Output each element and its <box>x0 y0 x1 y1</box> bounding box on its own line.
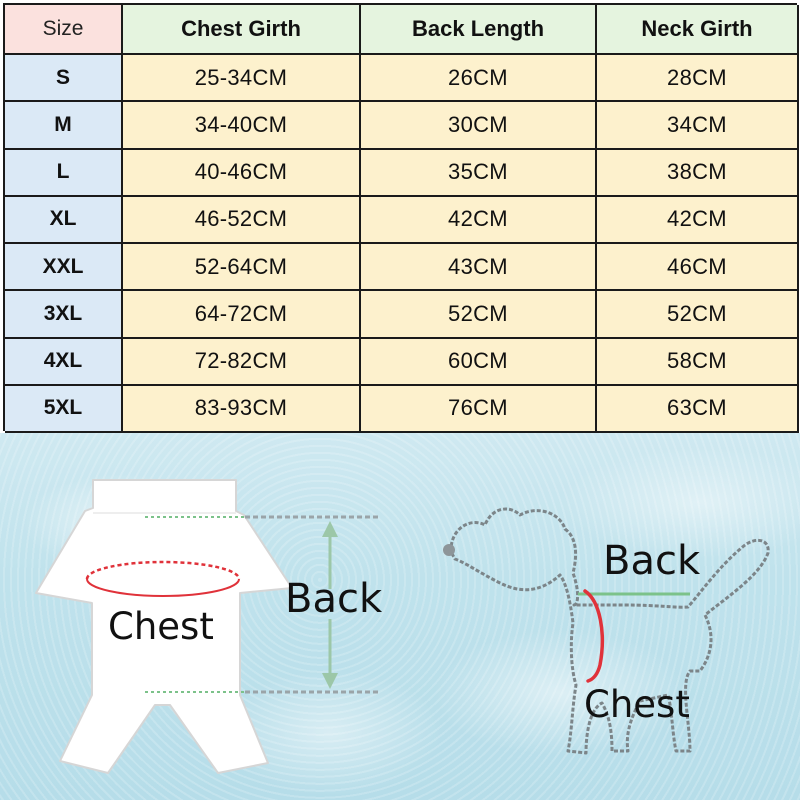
measurement-illustration: Chest Back Back Chest <box>0 433 800 800</box>
row-chest-girth: 46-52CM <box>123 196 361 244</box>
row-size: XXL <box>5 244 123 292</box>
chest-measure-ellipse <box>85 560 241 597</box>
row-chest-girth: 40-46CM <box>123 149 361 197</box>
row-chest-girth: 72-82CM <box>123 338 361 386</box>
row-size: 3XL <box>5 291 123 339</box>
row-back-length: 76CM <box>361 385 597 433</box>
dog-silhouette-icon <box>443 507 770 755</box>
row-neck-girth: 52CM <box>597 291 799 339</box>
row-chest-girth: 34-40CM <box>123 102 361 150</box>
row-back-length: 60CM <box>361 338 597 386</box>
dog-back-label: Back <box>603 538 701 584</box>
dog-chest-label: Chest <box>584 683 690 726</box>
row-size: 5XL <box>5 385 123 433</box>
garment-back-label: Back <box>285 576 383 622</box>
row-chest-girth: 64-72CM <box>123 291 361 339</box>
row-back-length: 35CM <box>361 149 597 197</box>
row-neck-girth: 42CM <box>597 196 799 244</box>
row-back-length: 26CM <box>361 55 597 103</box>
row-size: S <box>5 55 123 103</box>
row-neck-girth: 34CM <box>597 102 799 150</box>
size-chart-table: Size Chest Girth Back Length Neck Girth … <box>3 3 799 433</box>
row-chest-girth: 83-93CM <box>123 385 361 433</box>
double-headed-arrow-icon <box>322 521 338 689</box>
row-size: XL <box>5 196 123 244</box>
back-measure-lines <box>145 515 380 694</box>
measurement-graphics <box>35 479 770 774</box>
row-neck-girth: 63CM <box>597 385 799 433</box>
row-neck-girth: 38CM <box>597 149 799 197</box>
row-neck-girth: 46CM <box>597 244 799 292</box>
header-chest-girth: Chest Girth <box>123 5 361 55</box>
header-back-length: Back Length <box>361 5 597 55</box>
row-back-length: 30CM <box>361 102 597 150</box>
row-size: L <box>5 149 123 197</box>
header-neck-girth: Neck Girth <box>597 5 799 55</box>
row-chest-girth: 52-64CM <box>123 244 361 292</box>
pet-shirt-icon <box>35 479 293 774</box>
dog-chest-measure-line <box>583 589 604 683</box>
row-back-length: 43CM <box>361 244 597 292</box>
row-chest-girth: 25-34CM <box>123 55 361 103</box>
row-back-length: 42CM <box>361 196 597 244</box>
row-back-length: 52CM <box>361 291 597 339</box>
row-neck-girth: 28CM <box>597 55 799 103</box>
header-size: Size <box>5 5 123 55</box>
row-neck-girth: 58CM <box>597 338 799 386</box>
row-size: 4XL <box>5 338 123 386</box>
garment-chest-label: Chest <box>108 605 214 648</box>
row-size: M <box>5 102 123 150</box>
